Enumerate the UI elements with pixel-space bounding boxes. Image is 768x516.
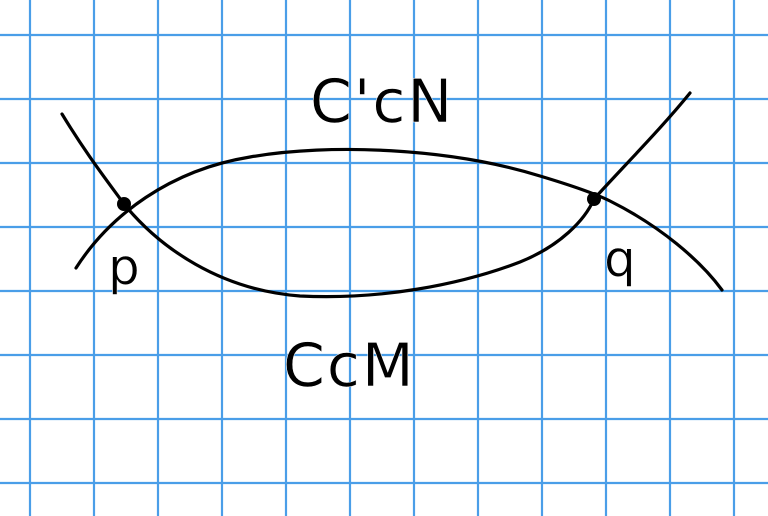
point-q-label: q: [604, 230, 636, 288]
upper-curve: [74, 147, 724, 292]
lower-curve-label: CcM: [283, 331, 416, 401]
point-p-label: p: [108, 238, 140, 296]
point-q-marker: [587, 192, 601, 206]
upper-curve-label: C'cN: [310, 67, 454, 137]
point-p-marker: [117, 197, 131, 211]
